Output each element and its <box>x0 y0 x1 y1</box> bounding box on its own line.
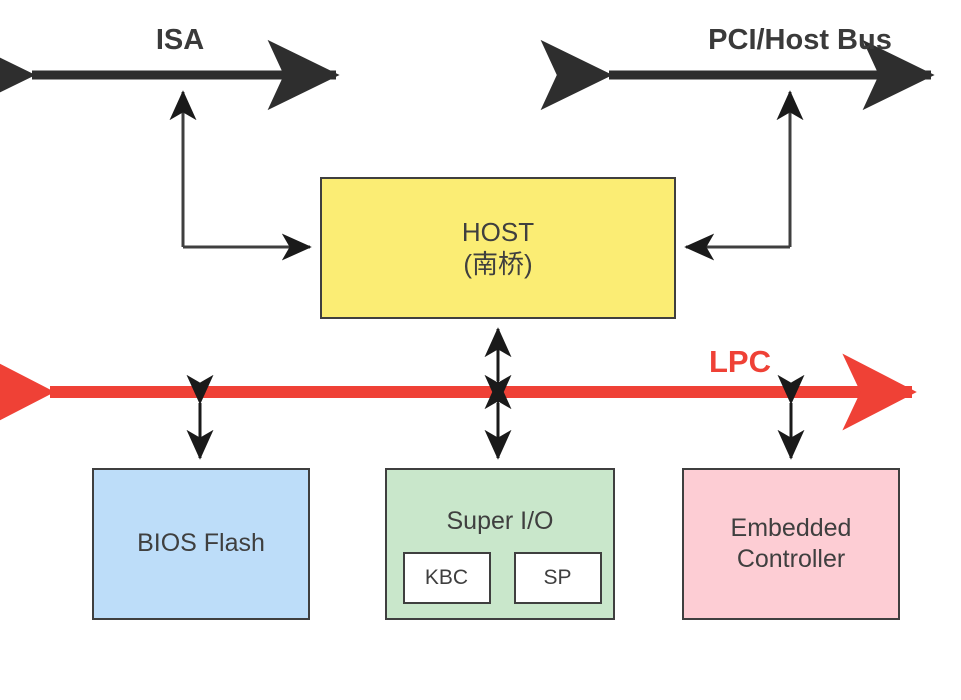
sp-node-label: SP <box>543 566 572 589</box>
isa-bus-label: ISA <box>155 24 205 56</box>
super-io-node[interactable]: Super I/O KBC SP <box>385 468 615 620</box>
isa-to-host-connector <box>169 90 312 261</box>
super-io-node-label: Super I/O <box>446 507 554 535</box>
pci-host-bus-label: PCI/Host Bus <box>708 24 892 56</box>
embedded-controller-node[interactable]: Embedded Controller <box>682 468 900 620</box>
host-node-label-secondary: (南桥) <box>463 249 533 279</box>
host-node[interactable]: HOST (南桥) <box>320 177 676 319</box>
super-io-children: KBC SP <box>387 552 617 604</box>
kbc-node-label: KBC <box>424 566 469 589</box>
embedded-controller-node-label-line2: Controller <box>736 545 846 573</box>
host-node-label-primary: HOST <box>461 216 535 247</box>
kbc-node[interactable]: KBC <box>402 552 491 604</box>
sp-node[interactable]: SP <box>513 552 602 604</box>
embedded-controller-node-label-line1: Embedded <box>730 513 852 542</box>
lpc-bus-label: LPC <box>709 344 771 379</box>
bios-flash-node[interactable]: BIOS Flash <box>92 468 310 620</box>
bios-flash-node-label: BIOS Flash <box>137 529 265 558</box>
pci-host-to-host-connector <box>684 90 804 261</box>
